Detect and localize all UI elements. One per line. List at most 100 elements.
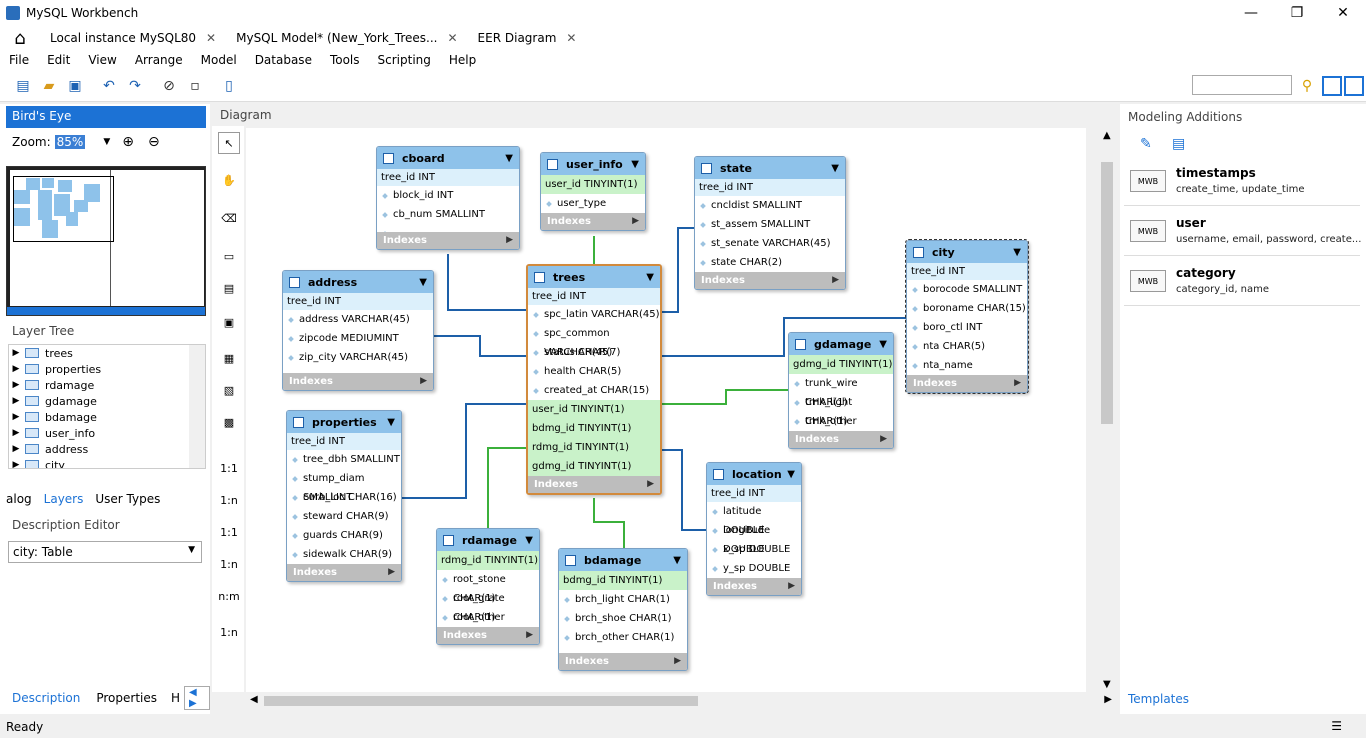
view-tool-icon[interactable]: ▧ xyxy=(223,384,235,397)
layer-item-gdamage[interactable]: ▶gdamage xyxy=(12,394,97,408)
note-tool-icon[interactable]: ▤ xyxy=(223,282,235,295)
rel-1-n-tool[interactable]: 1:n xyxy=(220,494,238,507)
chevron-down-icon[interactable]: ▼ xyxy=(505,152,513,164)
undo-icon[interactable]: ↶ xyxy=(103,78,115,94)
table-properties[interactable]: properties▼ tree_id INT tree_dbh SMALLIN… xyxy=(286,410,402,582)
indexes-section[interactable]: Indexes xyxy=(437,627,539,644)
tab-templates[interactable]: Templates xyxy=(1128,692,1190,706)
close-tab-icon[interactable]: ✕ xyxy=(206,31,217,45)
table-bdamage[interactable]: bdamage▼ bdmg_id TINYINT(1) brch_light C… xyxy=(558,548,688,671)
zoom-out-icon[interactable]: ⊖ xyxy=(147,134,160,150)
table-trees[interactable]: trees▼ tree_id INT spc_latin VARCHAR(45)… xyxy=(526,264,662,495)
menu-arrange[interactable]: Arrange xyxy=(134,53,183,67)
new-diagram-icon[interactable]: ▯ xyxy=(225,78,233,94)
indexes-section[interactable]: Indexes xyxy=(695,272,845,289)
layer-item-rdamage[interactable]: ▶rdamage xyxy=(12,378,95,392)
menu-scripting[interactable]: Scripting xyxy=(377,53,431,67)
indexes-section[interactable]: Indexes xyxy=(559,653,687,670)
search-icon[interactable]: ⚲ xyxy=(1301,78,1313,94)
snippet-list-icon[interactable]: ▤ xyxy=(1172,136,1186,152)
menu-tools[interactable]: Tools xyxy=(329,53,360,67)
snippet-timestamps[interactable]: MWB timestamps create_time, update_time xyxy=(1124,160,1360,206)
chevron-down-icon[interactable]: ▼ xyxy=(1013,246,1021,258)
menu-view[interactable]: View xyxy=(88,53,117,67)
layer-item-trees[interactable]: ▶trees xyxy=(12,346,73,360)
tab-mysql-model[interactable]: MySQL Model* (New_York_Trees...✕ xyxy=(226,26,467,50)
eraser-tool-icon[interactable]: ⌫ xyxy=(221,212,237,225)
toggle-sidebar-icon[interactable] xyxy=(1322,76,1342,96)
tab-eer-diagram[interactable]: EER Diagram✕ xyxy=(468,26,587,50)
menu-help[interactable]: Help xyxy=(448,53,477,67)
indexes-section[interactable]: Indexes xyxy=(541,213,645,230)
image-tool-icon[interactable]: ▣ xyxy=(223,316,235,329)
menu-model[interactable]: Model xyxy=(200,53,237,67)
layer-item-address[interactable]: ▶address xyxy=(12,442,89,456)
scroll-right-icon[interactable]: ▶ xyxy=(1104,694,1112,705)
table-cboard[interactable]: cboard▼ tree_id INT block_id INT cb_num … xyxy=(376,146,520,250)
diagram-canvas[interactable]: cboard▼ tree_id INT block_id INT cb_num … xyxy=(246,128,1086,692)
add-snippet-icon[interactable]: ✎ xyxy=(1140,136,1152,152)
layer-tree-scrollbar[interactable] xyxy=(189,345,205,468)
rel-1-1-id-tool[interactable]: 1:1 xyxy=(220,526,238,539)
tab-catalog[interactable]: alog xyxy=(6,492,32,506)
table-rdamage[interactable]: rdamage▼ rdmg_id TINYINT(1) root_stone C… xyxy=(436,528,540,645)
hand-tool-icon[interactable]: ✋ xyxy=(222,174,236,187)
toggle-secondary-sidebar-icon[interactable] xyxy=(1344,76,1364,96)
object-select[interactable]: city: Table▼ xyxy=(8,541,202,563)
rel-1-n-id-tool[interactable]: 1:n xyxy=(220,558,238,571)
minimize-button[interactable]: — xyxy=(1244,5,1258,21)
close-tab-icon[interactable]: ✕ xyxy=(566,31,577,45)
viewport-indicator[interactable] xyxy=(13,176,114,242)
redo-icon[interactable]: ↷ xyxy=(129,78,141,94)
table-gdamage[interactable]: gdamage▼ gdmg_id TINYINT(1) trunk_wire C… xyxy=(788,332,894,449)
scroll-down-icon[interactable]: ▼ xyxy=(1103,679,1111,690)
rel-existing-tool[interactable]: 1:n xyxy=(220,626,238,639)
table-user-info[interactable]: user_info▼ user_id TINYINT(1) user_type … xyxy=(540,152,646,231)
tab-scroll-arrows-icon[interactable]: ◀ ▶ xyxy=(184,686,210,710)
home-icon[interactable]: ⌂ xyxy=(14,27,26,49)
scroll-up-icon[interactable]: ▲ xyxy=(1103,130,1111,141)
canvas-vertical-scrollbar[interactable]: ▲ ▼ xyxy=(1098,128,1116,692)
menu-edit[interactable]: Edit xyxy=(47,53,71,67)
routine-tool-icon[interactable]: ▩ xyxy=(223,416,235,429)
indexes-section[interactable]: Indexes xyxy=(283,373,433,390)
table-city[interactable]: city▼ tree_id INT borocode SMALLINT boro… xyxy=(905,239,1029,394)
layer-item-city[interactable]: ▶city xyxy=(12,458,65,469)
close-button[interactable]: ✕ xyxy=(1337,5,1349,21)
maximize-button[interactable]: ❐ xyxy=(1290,5,1304,21)
align-grid-icon[interactable]: ▫ xyxy=(190,78,200,94)
select-tool-icon[interactable]: ↖ xyxy=(218,132,240,154)
indexes-section[interactable]: Indexes xyxy=(907,375,1027,392)
canvas-horizontal-scrollbar[interactable]: ◀ ▶ xyxy=(246,692,1116,710)
table-location[interactable]: location▼ tree_id INT latitude DOUBLE lo… xyxy=(706,462,802,596)
chevron-down-icon[interactable]: ▼ xyxy=(631,158,639,170)
toggle-grid-icon[interactable]: ⊘ xyxy=(163,78,175,94)
snippet-user[interactable]: MWB user username, email, password, crea… xyxy=(1124,210,1361,256)
tab-local-instance[interactable]: Local instance MySQL80✕ xyxy=(40,26,226,50)
search-input[interactable] xyxy=(1192,75,1292,95)
tab-user-types[interactable]: User Types xyxy=(95,492,161,506)
rel-n-m-tool[interactable]: n:m xyxy=(218,590,240,603)
table-tool-icon[interactable]: ▦ xyxy=(223,352,235,365)
chevron-down-icon[interactable]: ▼ xyxy=(387,416,395,428)
chevron-down-icon[interactable]: ▼ xyxy=(103,137,111,147)
tab-description[interactable]: Description xyxy=(12,691,81,705)
indexes-section[interactable]: Indexes xyxy=(707,578,801,595)
indexes-section[interactable]: Indexes xyxy=(789,431,893,448)
menu-database[interactable]: Database xyxy=(254,53,312,67)
save-model-icon[interactable]: ▣ xyxy=(68,78,82,94)
indexes-section[interactable]: Indexes xyxy=(377,232,519,249)
chevron-down-icon[interactable]: ▼ xyxy=(787,468,795,480)
layer-item-properties[interactable]: ▶properties xyxy=(12,362,102,376)
indexes-section[interactable]: Indexes xyxy=(528,476,660,493)
chevron-down-icon[interactable]: ▼ xyxy=(831,162,839,174)
chevron-down-icon[interactable]: ▼ xyxy=(646,271,654,283)
table-state[interactable]: state▼ tree_id INT cncldist SMALLINT st_… xyxy=(694,156,846,290)
chevron-down-icon[interactable]: ▼ xyxy=(525,534,533,546)
chevron-down-icon[interactable]: ▼ xyxy=(673,554,681,566)
chevron-down-icon[interactable]: ▼ xyxy=(419,276,427,288)
layer-item-user-info[interactable]: ▶user_info xyxy=(12,426,96,440)
tab-layers[interactable]: Layers xyxy=(43,492,84,506)
rel-1-1-tool[interactable]: 1:1 xyxy=(220,462,238,475)
table-address[interactable]: address▼ tree_id INT address VARCHAR(45)… xyxy=(282,270,434,391)
